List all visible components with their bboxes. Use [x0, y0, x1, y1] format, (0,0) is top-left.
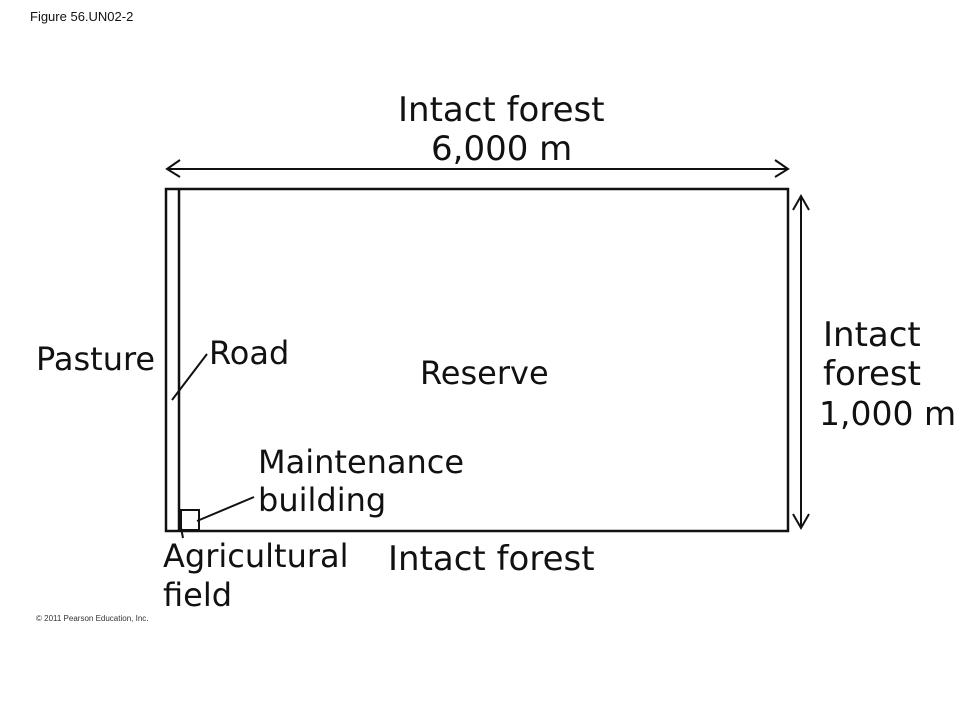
right-label-line3: 1,000 m — [819, 394, 956, 433]
width-arrow — [165, 159, 790, 178]
figure-label: Figure 56.UN02-2 — [30, 9, 134, 24]
reserve-boundary — [164, 187, 790, 533]
maintenance-label-line2: building — [258, 481, 386, 519]
copyright-notice: © 2011 Pearson Education, Inc. — [36, 614, 149, 623]
maintenance-label-line1: Maintenance — [258, 443, 464, 481]
right-label-line2: forest — [823, 354, 921, 394]
maintenance-leader — [196, 496, 255, 522]
pasture-label: Pasture — [36, 340, 155, 378]
top-label-line2: 6,000 m — [431, 129, 572, 169]
agricultural-leader — [180, 527, 184, 539]
agricultural-label-line2: field — [163, 576, 232, 614]
road-leader — [171, 353, 208, 401]
agricultural-label-line1: Agricultural — [163, 537, 349, 575]
reserve-label: Reserve — [420, 354, 549, 392]
road-label: Road — [209, 334, 289, 372]
height-arrow — [792, 193, 810, 531]
top-label-line1: Intact forest — [398, 90, 605, 130]
bottom-label: Intact forest — [388, 539, 595, 579]
right-label-line1: Intact — [823, 315, 921, 355]
maintenance-building — [180, 509, 200, 531]
